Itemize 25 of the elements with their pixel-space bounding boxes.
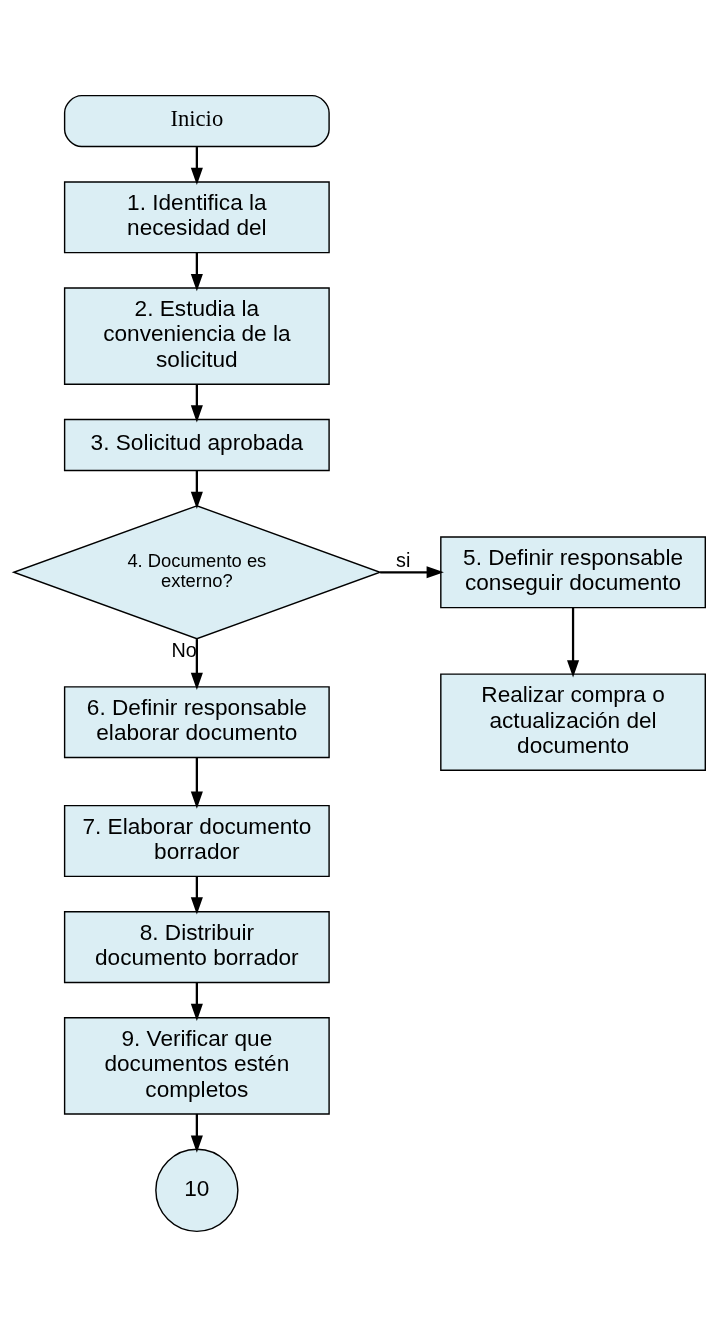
node-box: 7. Elaborar documento borrador bbox=[63, 804, 330, 877]
node-box: Realizar compra o actualización del documento bbox=[440, 672, 706, 771]
arrow bbox=[190, 146, 203, 185]
node-box: 6. Definir responsable elaborar documento bbox=[63, 685, 330, 758]
node-diamond: 4. Documento es externo? bbox=[11, 504, 383, 639]
arrow bbox=[190, 383, 203, 422]
arrow bbox=[190, 1113, 203, 1153]
arrow bbox=[190, 638, 203, 690]
node-box: Inicio bbox=[63, 94, 330, 147]
arrow bbox=[190, 876, 203, 914]
arrow bbox=[190, 757, 203, 809]
node-box: 3. Solicitud aprobada bbox=[63, 418, 330, 471]
arrow bbox=[190, 470, 203, 509]
edge-label: si bbox=[396, 548, 411, 571]
arrow bbox=[380, 565, 444, 578]
arrow bbox=[190, 982, 203, 1021]
node-box: 5. Definir responsable conseguir documento bbox=[440, 535, 706, 608]
node-circle: 10 bbox=[155, 1148, 239, 1232]
arrow bbox=[567, 607, 580, 677]
node-box: 9. Verificar que documentos estén completos bbox=[63, 1016, 330, 1115]
arrow bbox=[190, 252, 203, 291]
node-box: 8. Distribuir documento borrador bbox=[63, 910, 330, 983]
edge-label: No bbox=[171, 638, 197, 661]
node-box: 2. Estudia la conveniencia de la solicitud bbox=[63, 286, 330, 385]
node-box: 1. Identifica la necesidad del bbox=[63, 180, 330, 253]
